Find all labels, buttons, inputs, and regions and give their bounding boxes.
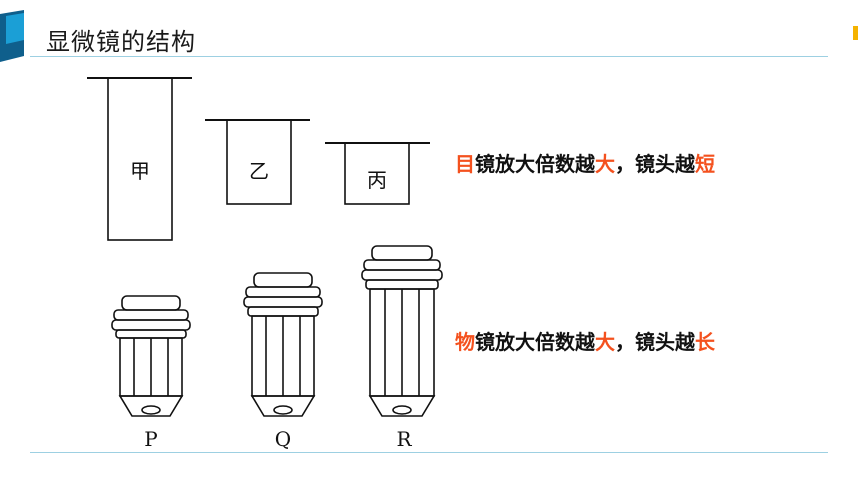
objective-r [361, 245, 443, 417]
objective-label-q: Q [275, 427, 291, 451]
eyepiece-label-jia: 甲 [130, 159, 150, 183]
corner-marker [853, 26, 858, 40]
eyepiece-statement: 目镜放大倍数越大，镜头越短 [455, 148, 715, 177]
statement-keyword: 短 [695, 152, 715, 176]
statement-text: ，镜头越 [615, 152, 695, 176]
eyepiece-label-bing: 丙 [367, 168, 387, 192]
header-divider [30, 56, 828, 57]
statement-keyword: 物 [455, 330, 475, 354]
page-title: 显微镜的结构 [46, 28, 196, 56]
statement-text: 镜放大倍数越 [475, 152, 595, 176]
statement-keyword: 大 [595, 152, 615, 176]
header-accent-bar [0, 10, 24, 62]
eyepiece-yi: 乙 [205, 119, 310, 205]
objective-p [111, 295, 191, 417]
objective-label-p: P [144, 427, 157, 451]
statement-keyword: 大 [595, 330, 615, 354]
statement-keyword: 长 [695, 330, 715, 354]
eyepiece-bing: 丙 [325, 142, 430, 205]
objective-q [243, 272, 323, 417]
statement-text: ，镜头越 [615, 330, 695, 354]
statement-keyword: 目 [455, 152, 475, 176]
statement-text: 镜放大倍数越 [475, 330, 595, 354]
objective-statement: 物镜放大倍数越大，镜头越长 [455, 326, 715, 355]
eyepiece-jia: 甲 [87, 77, 192, 241]
eyepiece-label-yi: 乙 [249, 159, 269, 183]
objective-label-r: R [396, 427, 412, 451]
footer-divider [30, 452, 828, 453]
